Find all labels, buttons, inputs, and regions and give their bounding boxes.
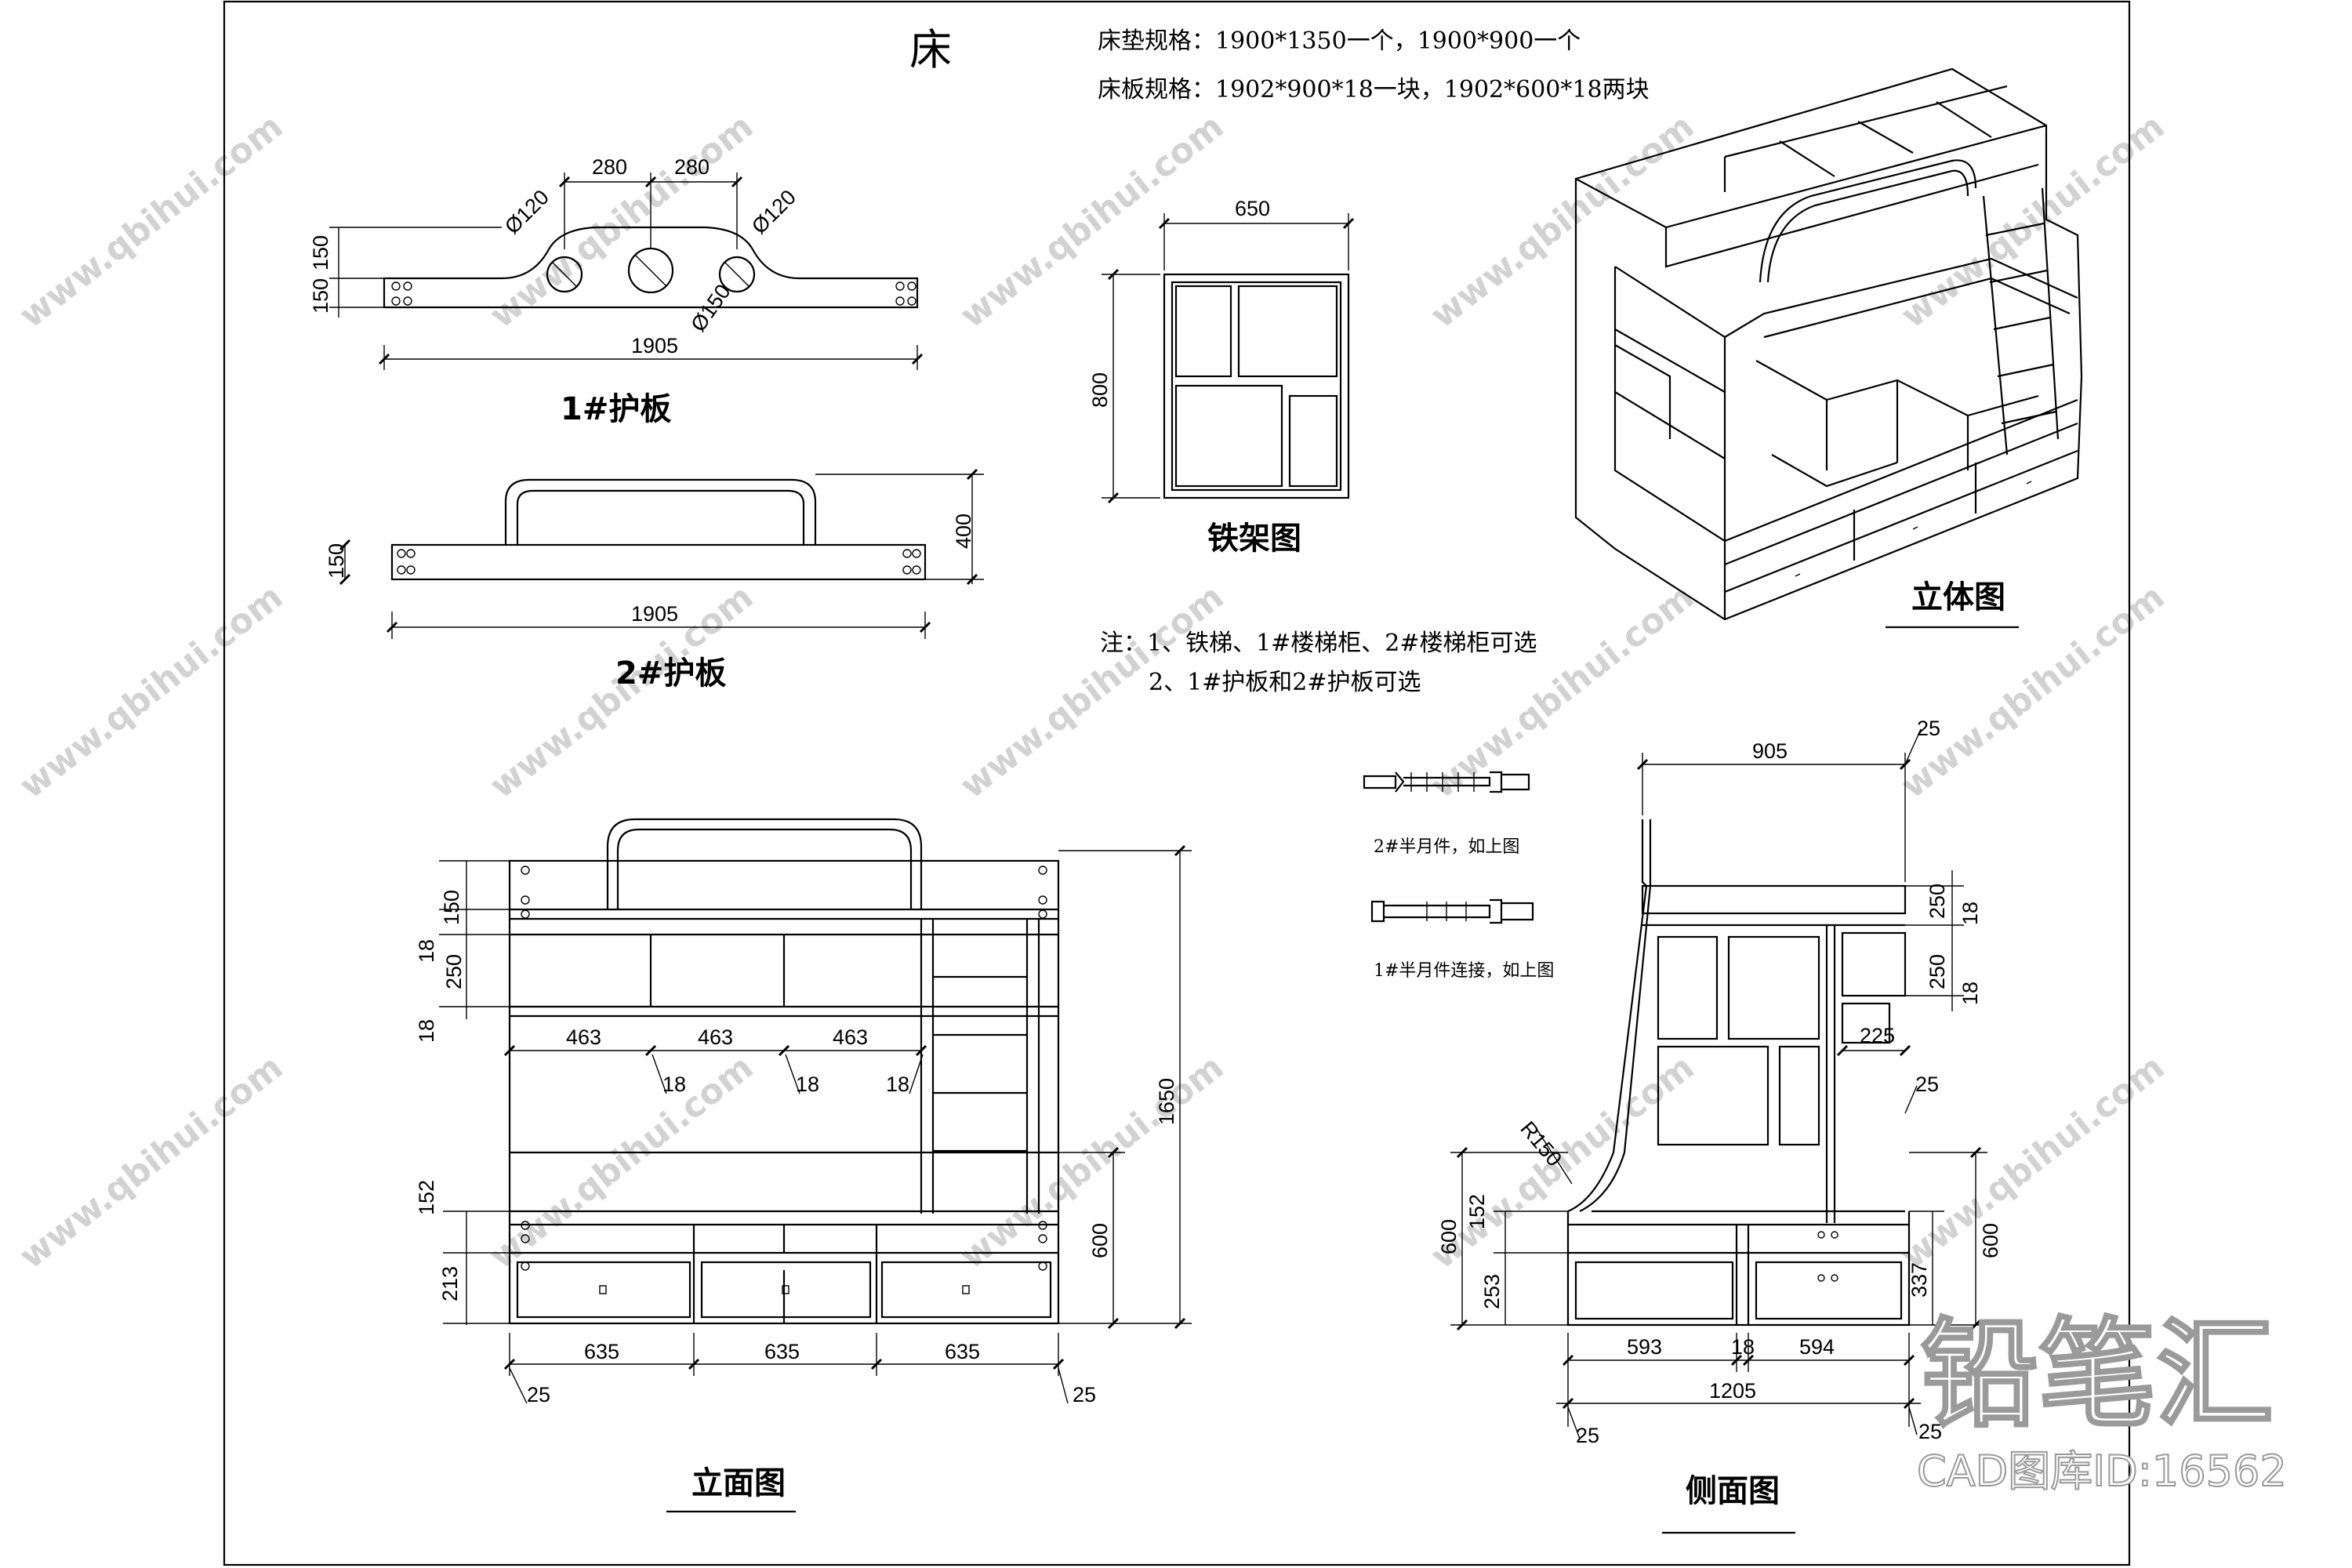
guard-board-1-label: 1#护板 <box>561 391 671 427</box>
dim-side-18-bottom: 18 <box>1731 1335 1755 1359</box>
dim-150-top: 150 <box>309 235 332 270</box>
dim-side-225: 225 <box>1860 1024 1895 1047</box>
dim-1905-guard1: 1905 <box>631 334 678 358</box>
dim-side-25-mid: 25 <box>1915 1073 1939 1096</box>
dim-front-25a: 25 <box>527 1383 550 1406</box>
brand-watermark: 铅笔汇 CAD图库ID:16562 <box>1916 1306 2288 1497</box>
dim-side-1205: 1205 <box>1709 1379 1756 1403</box>
iron-frame-view: 650 800 铁架图 <box>1088 197 1355 557</box>
dim-side-600a: 600 <box>1437 1219 1461 1254</box>
dim-front-600: 600 <box>1088 1223 1112 1258</box>
dim-front-25b: 25 <box>1073 1383 1096 1406</box>
dim-front-18-s3: 18 <box>886 1073 909 1096</box>
isometric-label: 立体图 <box>1911 579 2005 615</box>
dim-side-253: 253 <box>1480 1274 1504 1309</box>
guard-board-2-label: 2#护板 <box>615 655 726 691</box>
dim-side-337: 337 <box>1907 1262 1931 1298</box>
dim-side-905: 905 <box>1752 739 1788 763</box>
dim-front-152: 152 <box>415 1180 438 1215</box>
dim-side-250b: 250 <box>1926 954 1949 989</box>
hardware-note-2: 2#半月件，如上图 <box>1374 837 1519 857</box>
sheet-border <box>223 0 2131 1566</box>
dim-front-1650: 1650 <box>1155 1078 1178 1125</box>
dim-side-600b: 600 <box>1979 1223 2002 1258</box>
front-elevation-view: 150 18 250 18 463 463 463 18 18 18 152 2… <box>415 818 1192 1513</box>
dim-front-18-s2: 18 <box>796 1073 819 1096</box>
dim-280a: 280 <box>592 155 627 179</box>
dim-side-594: 594 <box>1799 1335 1835 1359</box>
dim-front-635a: 635 <box>584 1340 619 1363</box>
dim-280b: 280 <box>674 155 710 179</box>
dim-front-463c: 463 <box>833 1025 868 1049</box>
side-elevation-view: 905 25 250 18 250 18 225 25 R150 600 152… <box>1437 717 2002 1534</box>
dim-front-635b: 635 <box>764 1340 800 1363</box>
dim-side-18b: 18 <box>1958 982 1982 1005</box>
dim-150-guard2: 150 <box>325 543 348 579</box>
dim-front-213: 213 <box>438 1266 462 1301</box>
iron-frame-label: 铁架图 <box>1207 521 1301 557</box>
dim-side-18a: 18 <box>1958 902 1982 925</box>
dim-front-250: 250 <box>442 954 466 989</box>
dim-side-152: 152 <box>1465 1194 1489 1229</box>
note-line-2: 2、1#护板和2#护板可选 <box>1149 669 1421 696</box>
dim-front-463a: 463 <box>566 1025 601 1049</box>
dim-side-25a: 25 <box>1576 1424 1599 1447</box>
front-elevation-label: 立面图 <box>691 1465 786 1501</box>
side-elevation-label: 侧面图 <box>1686 1473 1780 1509</box>
isometric-view: 立体图 <box>1574 67 2083 629</box>
dim-side-593: 593 <box>1627 1335 1662 1359</box>
drawing-title: 床 <box>909 25 952 74</box>
hardware-note-1: 1#半月件连接，如上图 <box>1374 961 1554 981</box>
cad-library-id: CAD图库ID:16562 <box>1917 1446 2287 1496</box>
hardware-view: 2#半月件，如上图 1#半月件连接，如上图 <box>1363 771 1554 981</box>
dim-side-25-top: 25 <box>1917 717 1940 740</box>
dim-150-bottom: 150 <box>309 278 332 314</box>
dim-front-463b: 463 <box>698 1025 733 1049</box>
dim-side-250a: 250 <box>1926 884 1949 919</box>
dim-front-18-s1: 18 <box>662 1073 686 1096</box>
dim-650: 650 <box>1235 197 1270 220</box>
dim-800: 800 <box>1088 372 1112 408</box>
board-spec: 床板规格：1902*900*18一块，1902*600*18两块 <box>1098 76 1650 103</box>
mattress-spec: 床垫规格：1900*1350一个，1900*900一个 <box>1098 27 1581 55</box>
guard-board-2-view: 150 400 1905 2#护板 <box>325 468 984 691</box>
brand-watermark-text: 铅笔汇 <box>1921 1307 2274 1443</box>
dim-1905-guard2: 1905 <box>631 602 678 626</box>
dim-front-150: 150 <box>440 890 463 925</box>
dim-400: 400 <box>952 514 975 549</box>
dim-front-18a: 18 <box>415 939 438 963</box>
note-line-1: 注：1、铁梯、1#楼梯柜、2#楼梯柜可选 <box>1100 630 1537 657</box>
dim-side-25b: 25 <box>1918 1420 1942 1443</box>
dim-front-18b: 18 <box>415 1019 438 1043</box>
dim-front-635c: 635 <box>945 1340 980 1363</box>
